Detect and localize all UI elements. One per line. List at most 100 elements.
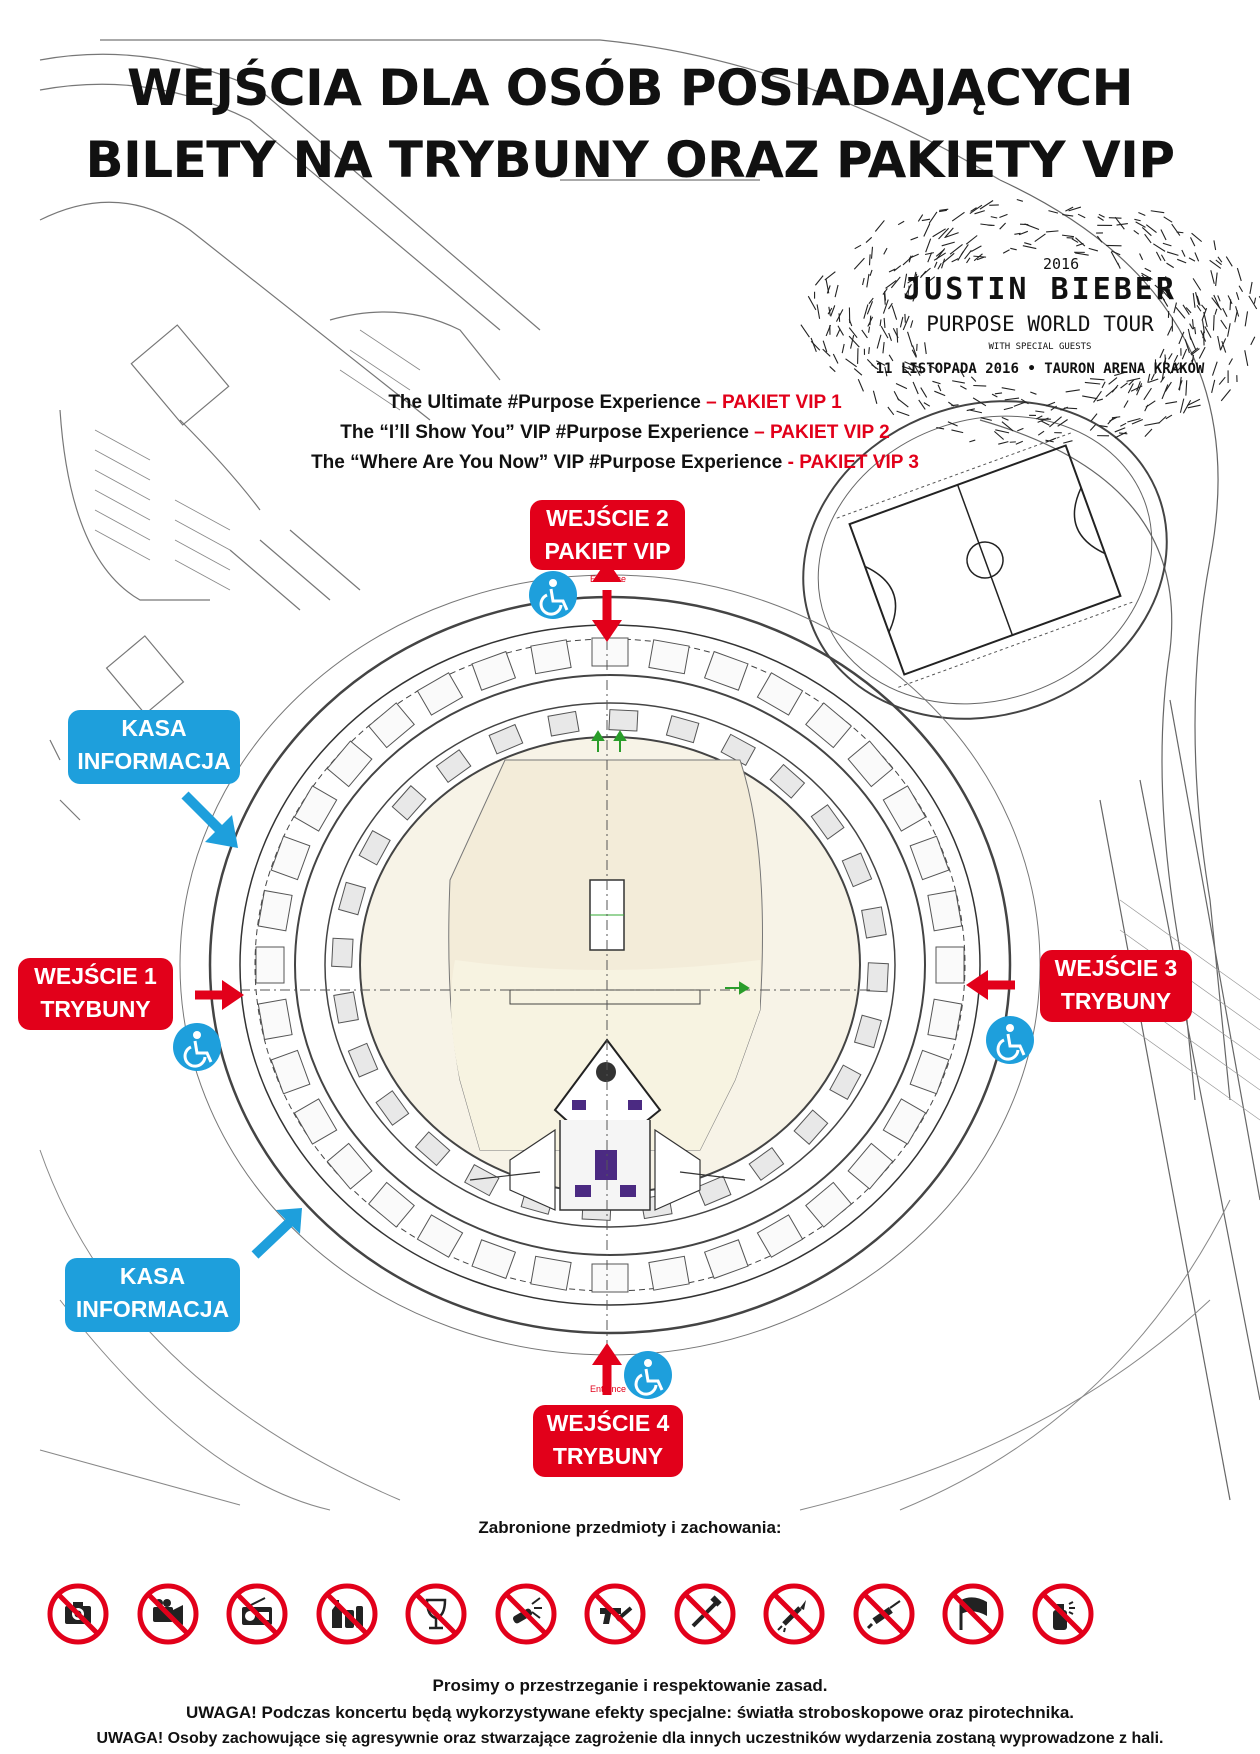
tour-artist: JUSTIN BIEBER xyxy=(903,272,1177,307)
scribble-stroke xyxy=(835,328,841,337)
seating-block xyxy=(255,946,285,984)
no-weapons-icon xyxy=(584,1583,646,1645)
scribble-stroke xyxy=(1181,348,1188,360)
scribble-stroke xyxy=(927,252,933,263)
scribble-stroke xyxy=(1111,250,1121,256)
scribble-stroke xyxy=(1060,406,1069,411)
scribble-stroke xyxy=(1144,428,1153,438)
scribble-stroke xyxy=(1120,382,1128,389)
tribune-block xyxy=(861,906,887,939)
scribble-stroke xyxy=(1057,419,1068,427)
scribble-stroke xyxy=(995,429,1010,434)
scribble-stroke xyxy=(937,262,942,270)
no-laser-pointer-icon xyxy=(495,1583,556,1645)
scribble-stroke xyxy=(1155,251,1162,261)
scribble-stroke xyxy=(837,325,844,336)
tribune-block xyxy=(769,763,806,799)
scribble-stroke xyxy=(1024,223,1040,231)
tribune-block xyxy=(810,804,845,840)
seating-block xyxy=(648,639,690,675)
tribune-block xyxy=(358,830,391,866)
scribble-stroke xyxy=(1024,242,1032,246)
scribble-stroke xyxy=(934,390,946,397)
scribble-stroke xyxy=(1235,292,1240,301)
seating-block xyxy=(270,835,311,881)
scribble-stroke xyxy=(1160,229,1167,241)
scribble-stroke xyxy=(968,409,983,414)
scribble-stroke xyxy=(980,223,993,227)
scribble-stroke xyxy=(1150,373,1155,381)
scribble-stroke xyxy=(1158,415,1167,424)
scribble-stroke xyxy=(902,315,910,331)
scribble-stroke xyxy=(829,366,836,373)
scribble-stroke xyxy=(1196,305,1202,312)
scribble-stroke xyxy=(951,429,964,434)
scribble-stroke xyxy=(1187,328,1192,340)
scribble-stroke xyxy=(826,285,831,294)
scribble-stroke xyxy=(1201,304,1207,311)
scribble-stroke xyxy=(1218,376,1226,385)
scribble-stroke xyxy=(1212,315,1215,331)
scribble-stroke xyxy=(1075,252,1089,256)
no-glass-icon xyxy=(405,1583,467,1645)
scribble-stroke xyxy=(1184,339,1190,354)
entrance-4-label: WEJŚCIE 4 TRYBUNY xyxy=(533,1405,683,1477)
tribune-block xyxy=(435,749,472,784)
scribble-stroke xyxy=(810,340,821,351)
scribble-stroke xyxy=(1127,383,1134,394)
sports-hall xyxy=(802,400,1168,720)
scribble-stroke xyxy=(1015,440,1024,445)
scribble-stroke xyxy=(822,348,831,357)
scribble-stroke xyxy=(872,390,878,404)
scribble-stroke xyxy=(814,275,824,286)
scribble-stroke xyxy=(1120,422,1127,427)
scribble-stroke xyxy=(1098,213,1105,218)
seating-block xyxy=(882,1098,927,1145)
scribble-stroke xyxy=(1191,354,1195,364)
scribble-stroke xyxy=(1045,437,1057,443)
scribble-stroke xyxy=(1194,252,1200,262)
scribble-stroke xyxy=(912,271,917,283)
entrance-tag-north: Entrance xyxy=(590,574,626,584)
scribble-stroke xyxy=(1144,404,1149,412)
scribble-stroke xyxy=(882,299,889,314)
scribble-stroke xyxy=(1228,358,1233,366)
scribble-stroke xyxy=(912,381,919,395)
right-road xyxy=(979,179,1260,1501)
seating-block xyxy=(847,740,894,788)
scribble-stroke xyxy=(816,304,821,319)
scribble-stroke xyxy=(1144,233,1152,244)
scribble-stroke xyxy=(869,269,873,276)
scribble-stroke xyxy=(903,273,908,289)
scribble-stroke xyxy=(853,257,865,270)
scribble-stroke xyxy=(1192,278,1202,291)
tour-name: PURPOSE WORLD TOUR xyxy=(926,312,1154,336)
seating-block xyxy=(293,785,338,832)
scribble-stroke xyxy=(1191,319,1195,330)
scribble-stroke xyxy=(1182,399,1192,414)
scribble-stroke xyxy=(999,213,1008,219)
scribble-stroke xyxy=(936,426,945,430)
scribble-stroke xyxy=(1196,295,1201,306)
scribble-stroke xyxy=(897,220,905,226)
no-camera-icon xyxy=(47,1583,109,1645)
scribble-stroke xyxy=(904,368,912,377)
seating-block xyxy=(935,946,965,984)
scribble-stroke xyxy=(1090,378,1105,381)
vip-package-separator: – xyxy=(700,392,722,413)
stage xyxy=(469,1038,746,1211)
scribble-stroke xyxy=(917,214,924,222)
scribble-stroke xyxy=(1158,291,1166,301)
scribble-stroke xyxy=(1165,414,1173,420)
scribble-stroke xyxy=(1215,259,1222,266)
scribble-stroke xyxy=(1148,378,1159,383)
scribble-stroke xyxy=(1050,405,1058,411)
scribble-stroke xyxy=(1250,336,1256,346)
scribble-stroke xyxy=(973,253,983,262)
entrance-1-line-2: TRYBUNY xyxy=(40,996,151,1022)
scribble-stroke xyxy=(848,327,858,339)
tribune-block xyxy=(720,733,756,767)
scribble-stroke xyxy=(923,223,931,237)
tribune-block xyxy=(665,715,700,744)
no-bottles-cans-icon xyxy=(316,1583,377,1645)
